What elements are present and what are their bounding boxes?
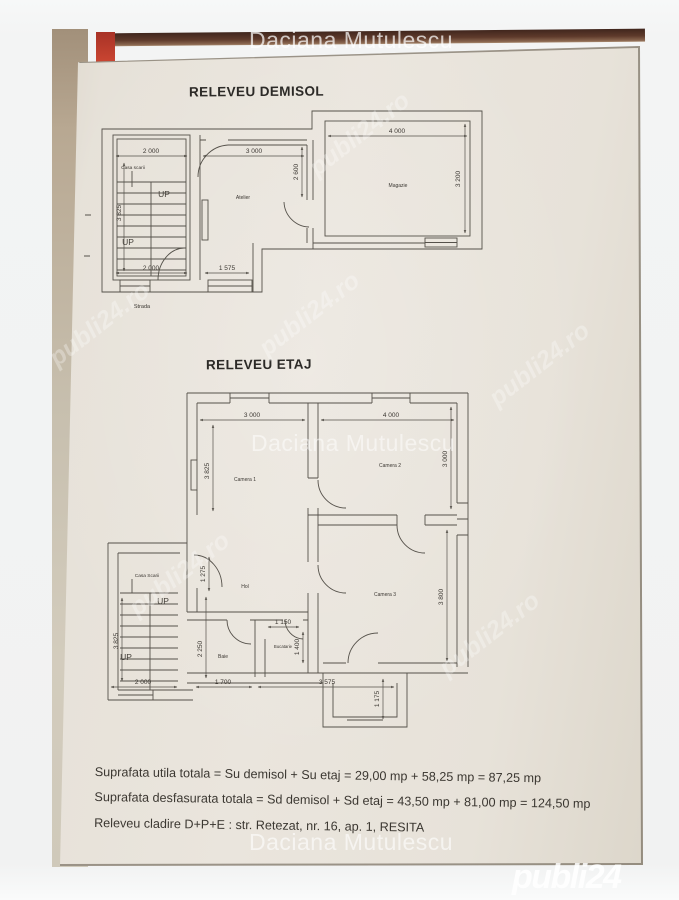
dim-label: 3 000 [244, 412, 261, 419]
etaj-walls [107, 392, 469, 728]
dim-label: 2 250 [197, 640, 204, 657]
dim-label: 3 825 [204, 462, 211, 479]
room-label-magazie: Magazie [389, 183, 408, 189]
dim-label: 1 275 [200, 565, 207, 582]
demisol-floorplan-drawing: 2 000 3 000 4 000 3 825 2 600 3 200 2 00… [84, 110, 483, 310]
room-label-casa-scarii: Casa scarii [121, 165, 145, 171]
etaj-plan-title: RELEVEU ETAJ [205, 356, 312, 373]
red-folder-edge [96, 32, 115, 63]
etaj-floorplan-drawing: 3 000 4 000 3 825 3 000 3 800 1 275 2 25… [107, 392, 469, 728]
dim-label: 4 000 [389, 128, 406, 135]
publi24-logo: publi24 [512, 858, 622, 896]
stairs-up-label: UP [122, 237, 134, 247]
dim-label: 3 200 [455, 170, 462, 187]
room-label-camera1: Camera 1 [234, 477, 256, 483]
room-label-bucatarie: Bucatarie [274, 644, 293, 649]
dim-label: 2 000 [135, 679, 152, 686]
room-label-camera2: Camera 2 [379, 463, 401, 469]
watermark-author-middle: Daciana Mutulescu [251, 430, 456, 456]
dim-label: 3 800 [438, 588, 445, 605]
street-label: Strada [134, 304, 151, 310]
dim-label: 4 000 [383, 412, 400, 419]
room-label-casa-scarii: Casa Scarii [135, 573, 160, 579]
demisol-walls [84, 110, 483, 293]
room-label-camera3: Camera 3 [374, 592, 396, 598]
stairs-up-label: UP [158, 189, 170, 199]
stairs-up-label: UP [120, 652, 132, 662]
dim-label: 1 175 [374, 690, 381, 707]
demisol-dimension-lines [115, 123, 468, 275]
dim-label: 2 000 [143, 265, 160, 272]
dim-label: 3 575 [319, 679, 336, 686]
dim-label: 3 000 [246, 148, 263, 155]
dim-label: 1 700 [215, 679, 232, 686]
dim-label: 3 000 [442, 450, 449, 467]
etaj-dimension-lines [110, 406, 455, 720]
dim-label: 3 825 [113, 632, 120, 649]
dim-label: 2 600 [293, 163, 300, 180]
room-label-hol: Hol [241, 584, 249, 590]
room-label-atelier: Atelier [236, 195, 251, 201]
watermark-author-top: Daciana Mutulescu [249, 27, 454, 53]
dim-label: 1 400 [294, 638, 301, 655]
demisol-plan-title: RELEVEU DEMISOL [188, 83, 325, 100]
dim-label: 1 575 [219, 265, 236, 272]
dim-label: 1 150 [275, 619, 292, 626]
stairs-up-label: UP [157, 596, 169, 606]
dim-label: 3 825 [116, 204, 123, 221]
room-label-baie: Baie [218, 654, 228, 660]
watermark-author-bottom: Daciana Mutulescu [249, 829, 454, 855]
dim-label: 2 000 [143, 148, 160, 155]
